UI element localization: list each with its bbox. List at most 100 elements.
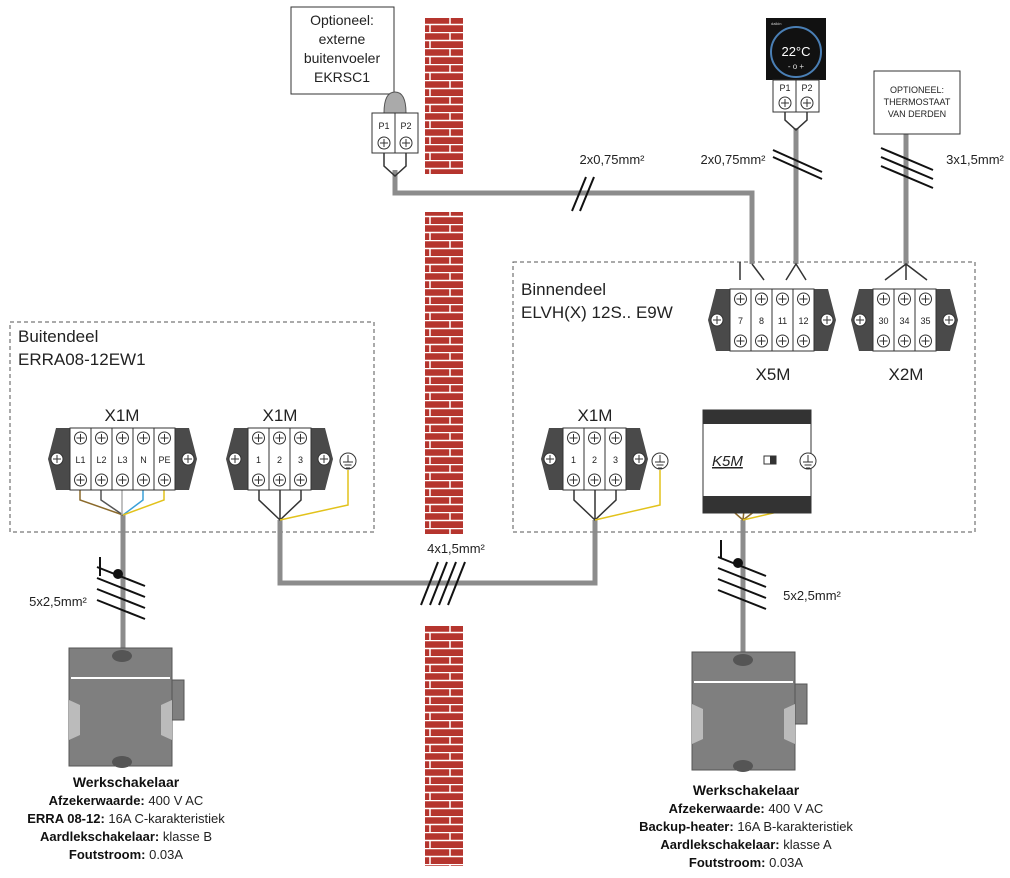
isolator-outdoor-row-2: ERRA 08-12: 16A C-karakteristiek	[27, 811, 225, 826]
x5m-block-endcap-screw-icon	[820, 313, 834, 327]
outdoor-unit-model: ERRA08-12EW1	[18, 350, 146, 369]
x5m-block-screw-top-icon	[776, 292, 789, 306]
sensor-line-3: buitenvoeler	[304, 50, 381, 66]
indoor-x1m-block-screw-bottom-icon	[588, 473, 601, 487]
isolator-indoor	[691, 651, 808, 772]
outdoor-x1m-link-block-screw-bottom-icon	[294, 473, 307, 487]
outdoor-x1m-power-block-screw-top-icon	[158, 431, 171, 445]
outdoor-x1m-link-block-screw-top-icon	[252, 431, 265, 445]
indoor-x1m-block-endcap-screw-icon	[632, 452, 646, 466]
outdoor-x1m-power-block-screw-top-icon	[74, 431, 87, 445]
x2m-block-screw-top-icon	[919, 292, 932, 306]
brick-wall-top	[425, 18, 463, 174]
isolator-indoor-row-2: Backup-heater: 16A B-karakteristiek	[639, 819, 853, 834]
thermostat-brand: daikin	[771, 21, 781, 26]
indoor-x1m-block-screw-bottom-icon	[609, 473, 622, 487]
thermostat-cable-label: 2x0,75mm²	[700, 152, 766, 167]
outdoor-x1m-link-block-terminal-label: 2	[277, 455, 282, 465]
outdoor-x1m-link-block-screw-top-icon	[294, 431, 307, 445]
outdoor-x1m-power-block-terminal-label: L3	[117, 455, 127, 465]
isolator-outdoor-row-1: Afzekerwaarde: 400 V AC	[49, 793, 204, 808]
cables	[120, 128, 909, 656]
third-party-line-3: VAN DERDEN	[888, 109, 946, 119]
third-party-line-1: OPTIONEEL:	[890, 85, 944, 95]
sensor-cable-label: 2x0,75mm²	[579, 152, 645, 167]
x5m-block-screw-top-icon	[755, 292, 768, 306]
outdoor-x1m-link-block-endcap-screw-icon	[228, 452, 242, 466]
x2m-block-screw-top-icon	[877, 292, 890, 306]
k5m-label: K5M	[712, 453, 743, 470]
x2m-block-terminal-label: 30	[878, 316, 888, 326]
brick-wall-middle	[425, 212, 463, 534]
outdoor-x1m-power-block-screw-bottom-icon	[137, 473, 150, 487]
isolator-outdoor-row-4: Foutstroom: 0.03A	[69, 847, 183, 862]
x5m-label: X5M	[756, 365, 791, 384]
thermostat-terminal-p2: P2	[801, 83, 812, 93]
outdoor-x1m-link-block-terminal-label: 1	[256, 455, 261, 465]
thermostat-terminal-p1: P1	[779, 83, 790, 93]
outdoor-x1m-power-block-terminal-label: L2	[96, 455, 106, 465]
outdoor-x1m-power-block-screw-bottom-icon	[116, 473, 129, 487]
indoor-supply-cable-label: 5x2,5mm²	[783, 588, 841, 603]
outdoor-sensor: Optioneel: externe buitenvoeler EKRSC1 P…	[290, 6, 419, 154]
indoor-x1m-block-screw-bottom-icon	[567, 473, 580, 487]
isolator-indoor-row-1: Afzekerwaarde: 400 V AC	[669, 801, 824, 816]
x5m-block-screw-bottom-icon	[797, 334, 810, 348]
x5m-block-screw-top-icon	[734, 292, 747, 306]
sensor-line-1: Optioneel:	[310, 12, 374, 28]
outdoor-x1m-link-block-endcap-screw-icon	[317, 452, 331, 466]
x5m-block-screw-top-icon	[797, 292, 810, 306]
indoor-x1m-block-screw-top-icon	[567, 431, 580, 445]
k5m-contactor: K5M	[702, 409, 812, 514]
sensor-label-box	[290, 6, 395, 95]
x2m-label: X2M	[889, 365, 924, 384]
outdoor-unit-boundary	[9, 321, 375, 533]
isolator-outdoor	[68, 647, 185, 768]
interconnect-cable-label: 4x1,5mm²	[427, 541, 485, 556]
indoor-x1m-block-terminal-label: 3	[613, 455, 618, 465]
x2m-block-screw-bottom-icon	[919, 334, 932, 348]
x2m-block-terminal-label: 34	[899, 316, 909, 326]
outdoor-x1m-link-block-terminal-label: 3	[298, 455, 303, 465]
outdoor-supply-cable-label: 5x2,5mm²	[29, 594, 87, 609]
outdoor-x1m-power-block-screw-top-icon	[137, 431, 150, 445]
x5m-block-screw-bottom-icon	[755, 334, 768, 348]
outdoor-x1m-link-label: X1M	[263, 406, 298, 425]
outdoor-x1m-link-block-screw-bottom-icon	[273, 473, 286, 487]
outdoor-x1m-power-label: X1M	[105, 406, 140, 425]
x5m-block-screw-bottom-icon	[734, 334, 747, 348]
isolator-outdoor-caption: Werkschakelaar Afzekerwaarde: 400 V AC E…	[27, 774, 225, 862]
third-party-cable-label: 3x1,5mm²	[946, 152, 1004, 167]
x5m-block-terminal-label: 11	[778, 316, 787, 326]
outdoor-x1m-power-block-screw-bottom-icon	[158, 473, 171, 487]
outdoor-x1m-power-block-screw-bottom-icon	[95, 473, 108, 487]
sensor-dome-icon	[383, 91, 407, 114]
brick-wall-bottom	[425, 626, 463, 866]
third-party-line-2: THERMOSTAAT	[884, 97, 951, 107]
outdoor-x1m-link-block-screw-top-icon	[273, 431, 286, 445]
thermostat-buttons: - o +	[788, 62, 805, 71]
indoor-x1m-block-endcap-screw-icon	[543, 452, 557, 466]
indoor-unit-model: ELVH(X) 12S.. E9W	[521, 303, 673, 322]
sensor-screw-icon	[377, 136, 413, 150]
outdoor-x1m-power-block-screw-top-icon	[95, 431, 108, 445]
outdoor-x1m-power-block-screw-top-icon	[116, 431, 129, 445]
isolator-indoor-row-4: Foutstroom: 0.03A	[689, 855, 803, 870]
outdoor-x1m-link-block: 1 2 3	[226, 427, 333, 491]
outdoor-x1m-power-block-terminal-label: PE	[158, 455, 170, 465]
indoor-x1m-block-terminal-label: 2	[592, 455, 597, 465]
sensor-line-4: EKRSC1	[314, 69, 370, 85]
indoor-x1m-block: 1 2 3	[541, 427, 648, 491]
ground-icons	[339, 452, 817, 470]
indoor-x1m-block-terminal-label: 1	[571, 455, 576, 465]
x2m-block-screw-bottom-icon	[877, 334, 890, 348]
x2m-block-endcap-screw-icon	[942, 313, 956, 327]
x5m-block-terminal-label: 8	[759, 316, 764, 326]
outdoor-x1m-power-block-terminal-label: L1	[75, 455, 85, 465]
x5m-block-terminal-label: 7	[738, 316, 743, 326]
isolator-outdoor-title: Werkschakelaar	[73, 774, 180, 790]
indoor-x1m-block-screw-top-icon	[609, 431, 622, 445]
room-thermostat: daikin 22°C - o + P1 P2	[766, 18, 826, 113]
